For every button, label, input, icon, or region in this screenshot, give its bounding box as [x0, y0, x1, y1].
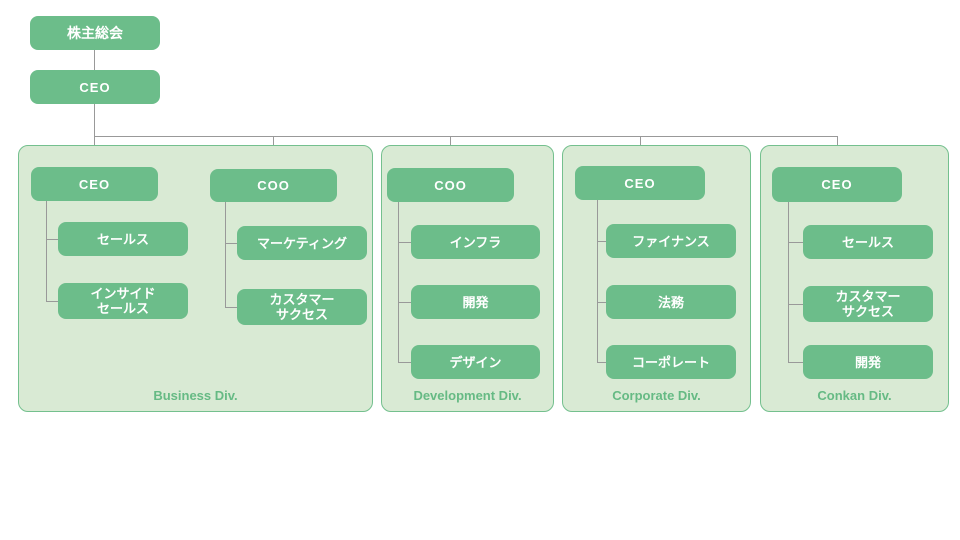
connector-line	[597, 302, 606, 303]
org-node-development-infra: インフラ	[411, 225, 540, 259]
connector-line	[788, 362, 803, 363]
org-node-business-inside-sales: インサイド セールス	[58, 283, 188, 319]
division-label-corporate: Corporate Div.	[612, 388, 701, 403]
org-node-corporate-corporate: コーポレート	[606, 345, 736, 379]
org-node-conkan-ceo: CEO	[772, 167, 902, 202]
org-node-business-customer-success: カスタマー サクセス	[237, 289, 367, 325]
org-node-business-coo: COO	[210, 169, 337, 202]
connector-line	[398, 362, 411, 363]
connector-line	[225, 243, 237, 244]
org-node-corporate-finance: ファイナンス	[606, 224, 736, 258]
connector-line	[94, 104, 95, 136]
org-node-corporate-legal: 法務	[606, 285, 736, 319]
org-node-business-sales: セールス	[58, 222, 188, 256]
org-node-development-coo: COO	[387, 168, 514, 202]
org-node-business-marketing: マーケティング	[237, 226, 367, 260]
connector-line	[788, 304, 803, 305]
org-node-development-dev: 開発	[411, 285, 540, 319]
connector-line	[46, 239, 58, 240]
org-node-business-ceo: CEO	[31, 167, 158, 201]
org-node-development-design: デザイン	[411, 345, 540, 379]
connector-line	[597, 241, 606, 242]
connector-line	[597, 200, 598, 362]
connector-line	[225, 202, 226, 307]
connector-line	[788, 242, 803, 243]
connector-line	[225, 307, 237, 308]
org-node-ceo: CEO	[30, 70, 160, 104]
connector-line	[398, 242, 411, 243]
connector-line	[398, 202, 399, 362]
connector-line	[94, 50, 95, 70]
division-label-development: Development Div.	[413, 388, 522, 403]
org-node-conkan-sales: セールス	[803, 225, 933, 259]
org-node-shareholders-meeting: 株主総会	[30, 16, 160, 50]
connector-line	[597, 362, 606, 363]
org-node-conkan-dev: 開発	[803, 345, 933, 379]
connector-line	[398, 302, 411, 303]
org-node-corporate-ceo: CEO	[575, 166, 705, 200]
org-node-conkan-customer-success: カスタマー サクセス	[803, 286, 933, 322]
connector-line	[46, 301, 58, 302]
connector-line	[46, 201, 47, 301]
division-label-conkan: Conkan Div.	[817, 388, 892, 403]
connector-line	[94, 136, 837, 137]
division-label-business: Business Div.	[153, 388, 238, 403]
connector-line	[788, 202, 789, 362]
